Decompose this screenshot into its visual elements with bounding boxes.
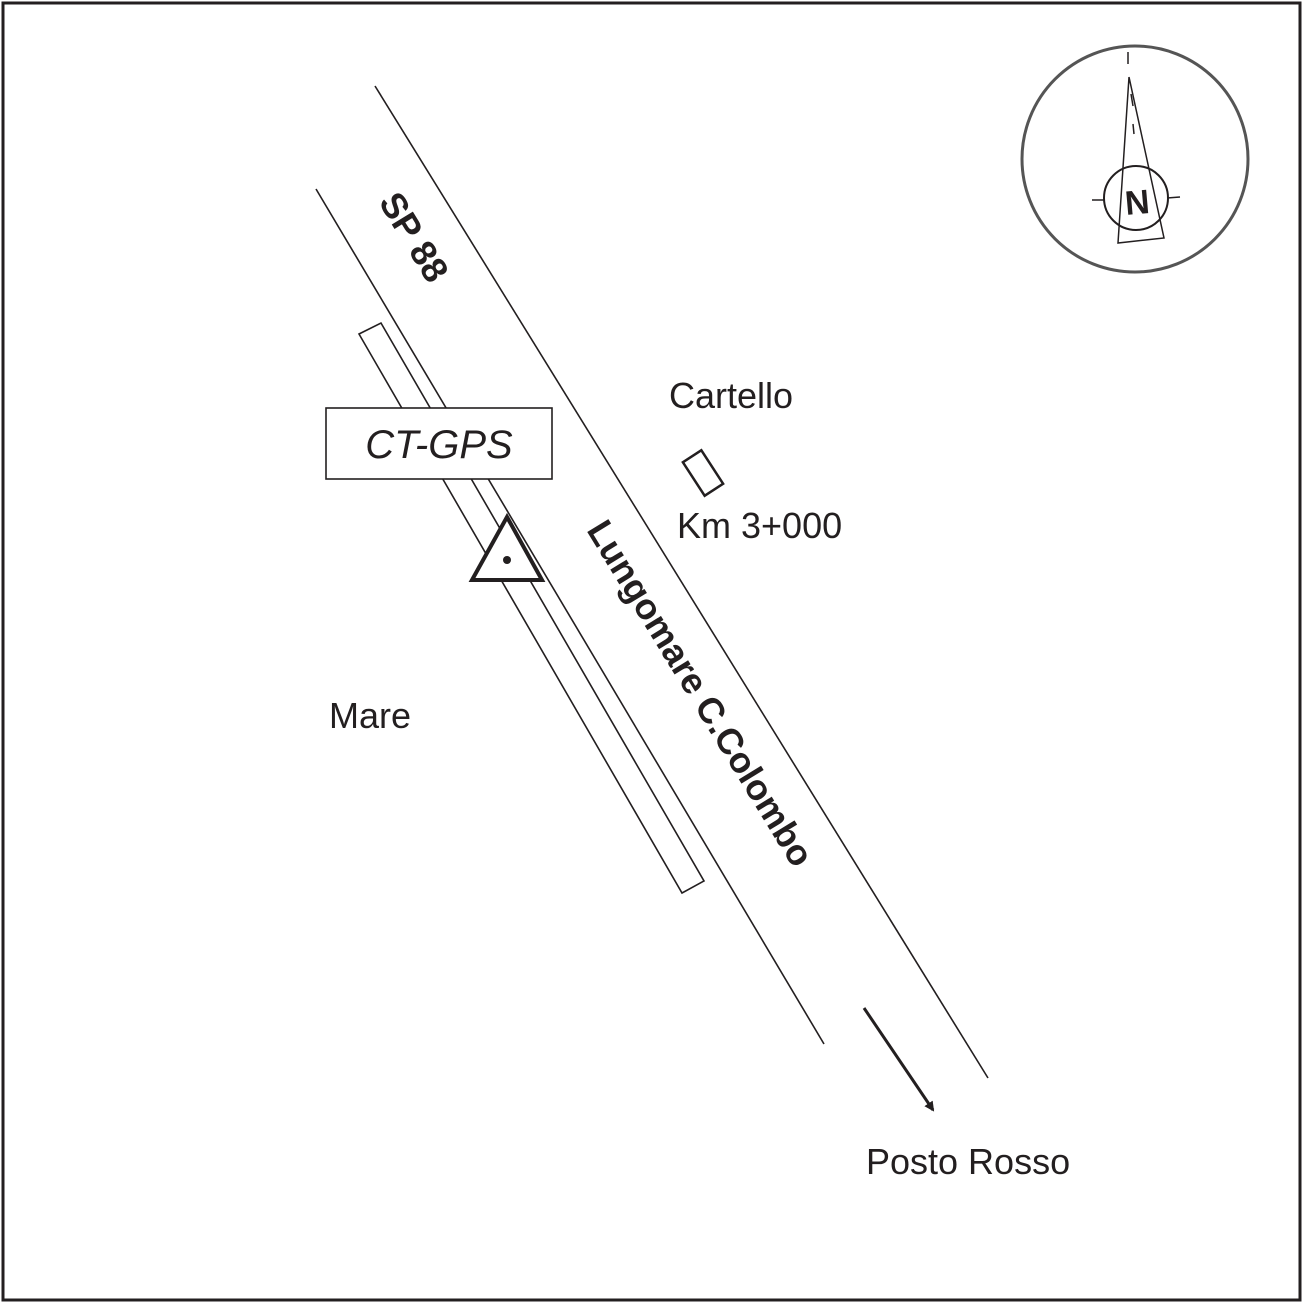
compass-letter: N: [1123, 183, 1151, 223]
gps-station-triangle-icon: [468, 512, 546, 582]
label-mare: Mare: [329, 695, 411, 736]
road-edge-west: [315, 188, 825, 1045]
label-cartello: Cartello: [669, 375, 793, 416]
label-posto-rosso: Posto Rosso: [866, 1141, 1070, 1182]
station-label-box: [325, 407, 553, 480]
sign-icon: [681, 448, 725, 498]
sidewalk-strip: [357, 321, 706, 895]
north-arrow-icon: N: [1020, 44, 1250, 274]
station-label: CT-GPS: [365, 423, 513, 467]
direction-arrow-icon: [862, 1007, 935, 1112]
road-edge-east: [374, 85, 989, 1079]
label-km: Km 3+000: [677, 505, 842, 546]
